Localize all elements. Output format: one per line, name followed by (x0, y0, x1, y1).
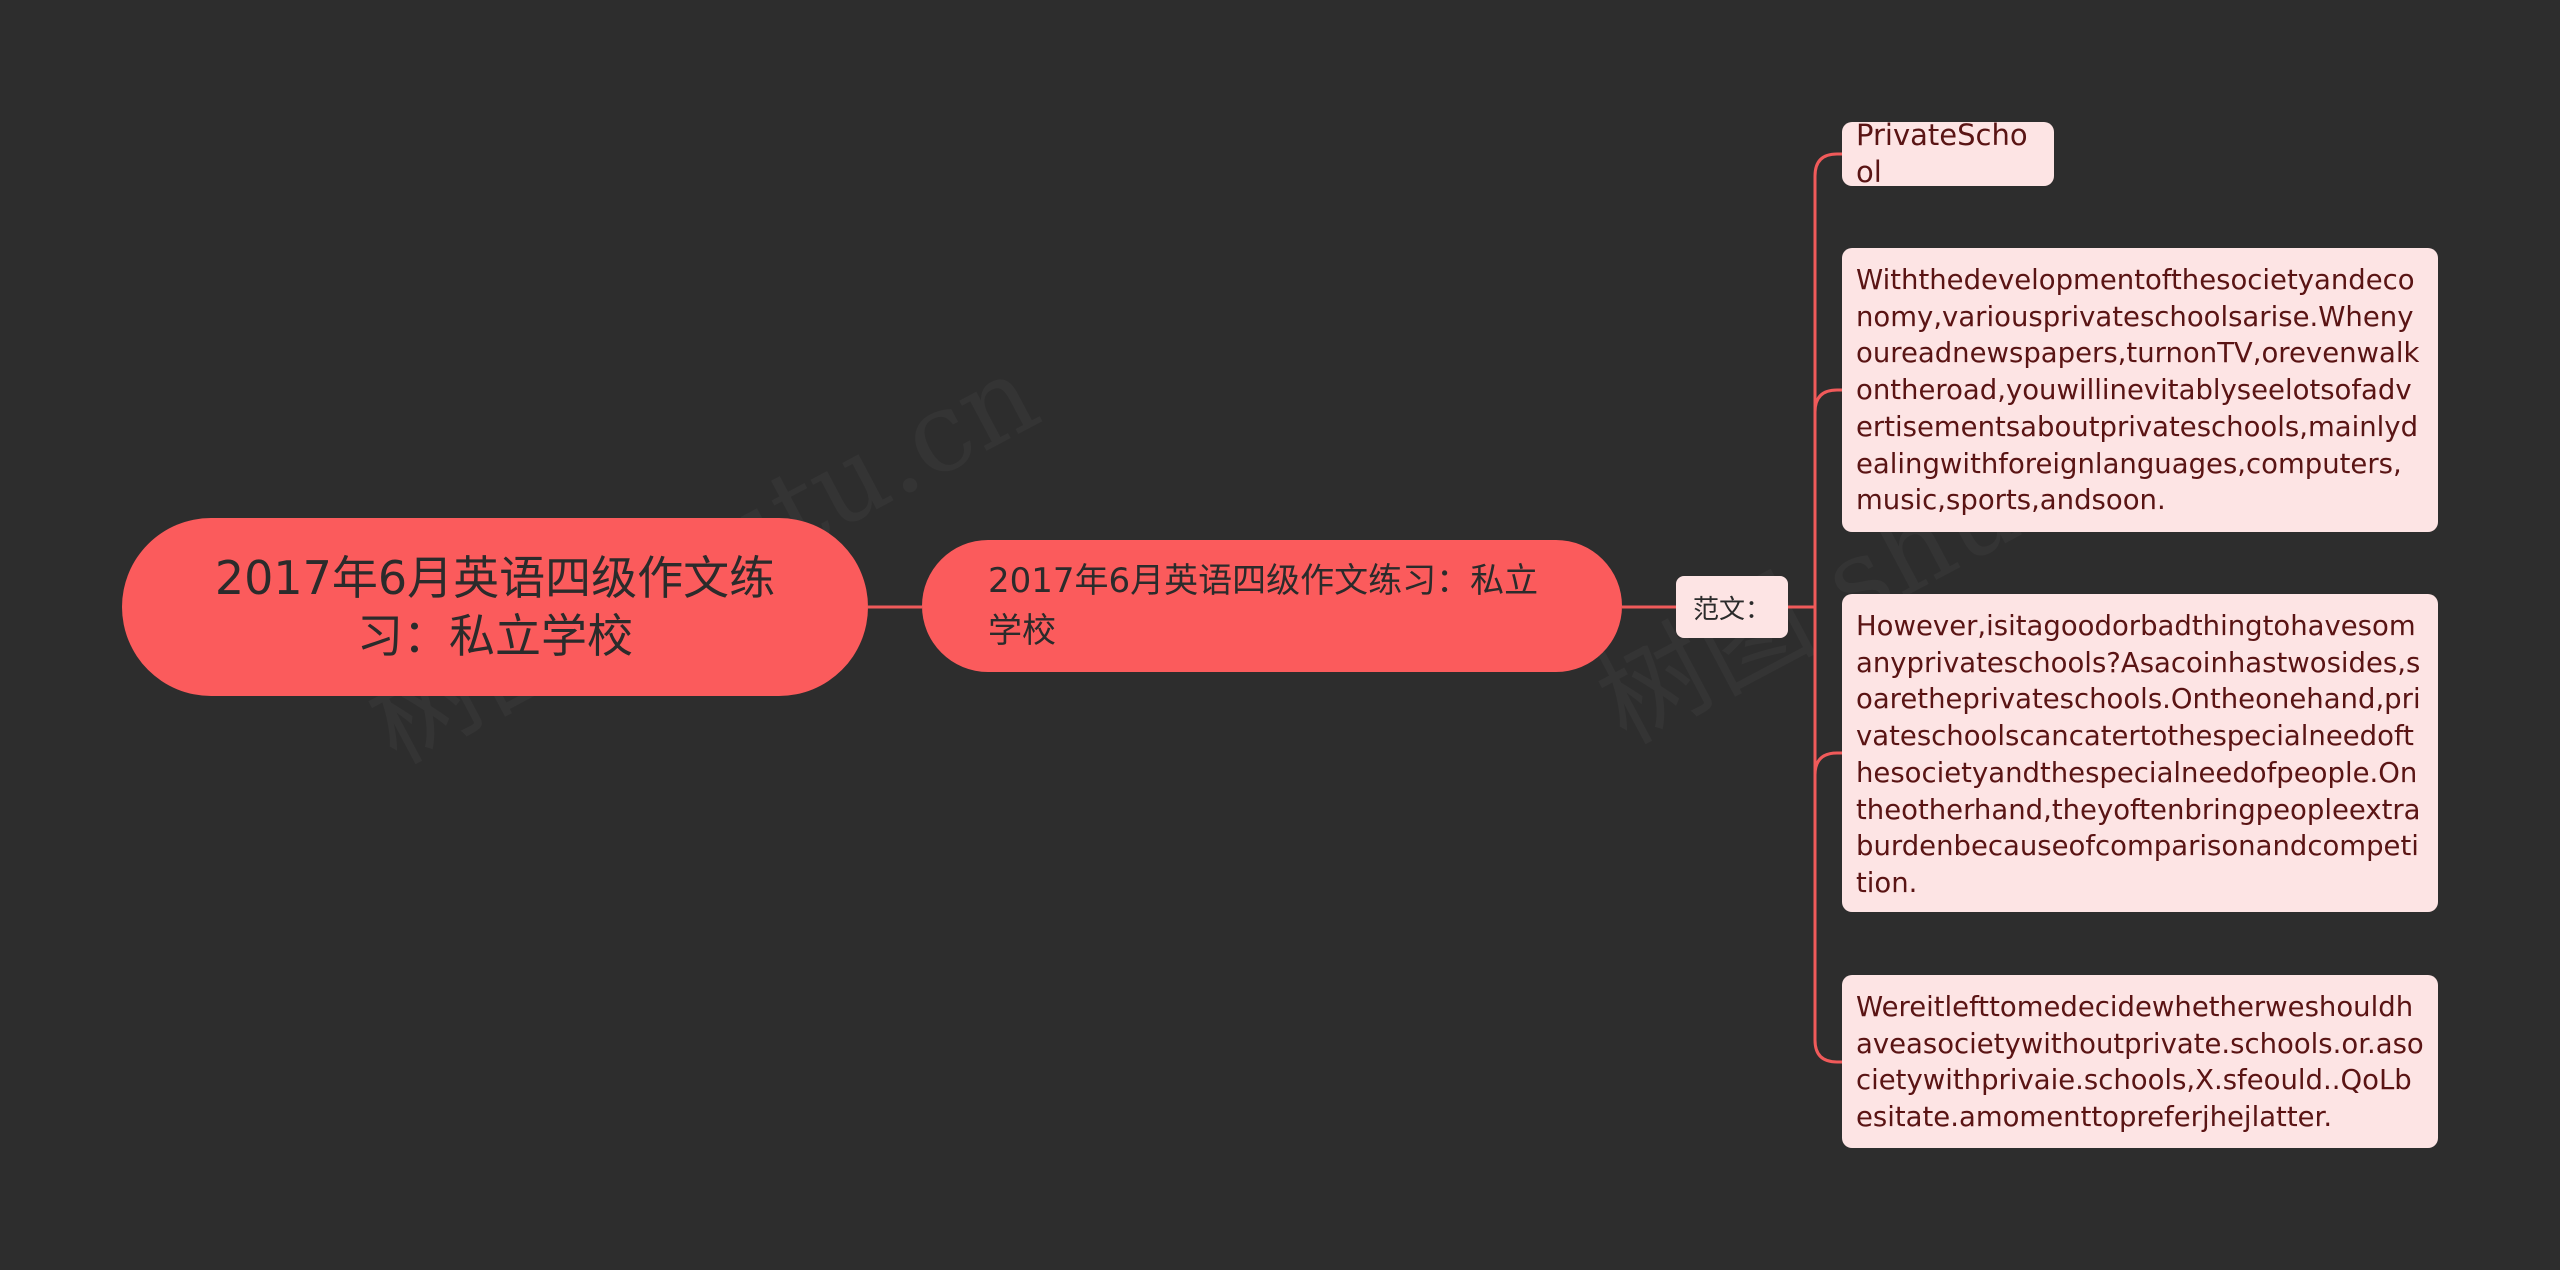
link-leaf-3 (1813, 1039, 1842, 1064)
link-trunk (1813, 152, 1842, 1040)
link-leaf-1 (1813, 388, 1842, 413)
leaf-paragraph-1-text: Withthedevelopmentofthesocietyandeconomy… (1856, 264, 2420, 517)
branch-topic-text: 2017年6月英语四级作文练习：私立学校 (988, 561, 1539, 651)
leaf-topic-title-text: PrivateSchool (1856, 118, 2028, 189)
root-topic[interactable]: 2017年6月英语四级作文练习：私立学校 (122, 518, 868, 696)
leaf-topic-paragraph-1[interactable]: Withthedevelopmentofthesocietyandeconomy… (1842, 248, 2438, 532)
leaf-topic-paragraph-2[interactable]: However,isitagoodorbadthingtohavesomanyp… (1842, 594, 2438, 912)
root-topic-text: 2017年6月英语四级作文练习：私立学校 (214, 551, 776, 663)
link-leaf-2 (1813, 751, 1842, 776)
leaf-paragraph-3-text: Wereitlefttomedecidewhetherweshouldhavea… (1856, 991, 2424, 1134)
branch-topic[interactable]: 2017年6月英语四级作文练习：私立学校 (922, 540, 1622, 672)
label-topic-text: 范文： (1692, 594, 1771, 625)
label-topic[interactable]: 范文： (1676, 576, 1788, 638)
leaf-topic-paragraph-3[interactable]: Wereitlefttomedecidewhetherweshouldhavea… (1842, 975, 2438, 1148)
leaf-topic-title[interactable]: PrivateSchool (1842, 118, 2054, 189)
leaf-paragraph-2-text: However,isitagoodorbadthingtohavesomanyp… (1856, 610, 2421, 899)
